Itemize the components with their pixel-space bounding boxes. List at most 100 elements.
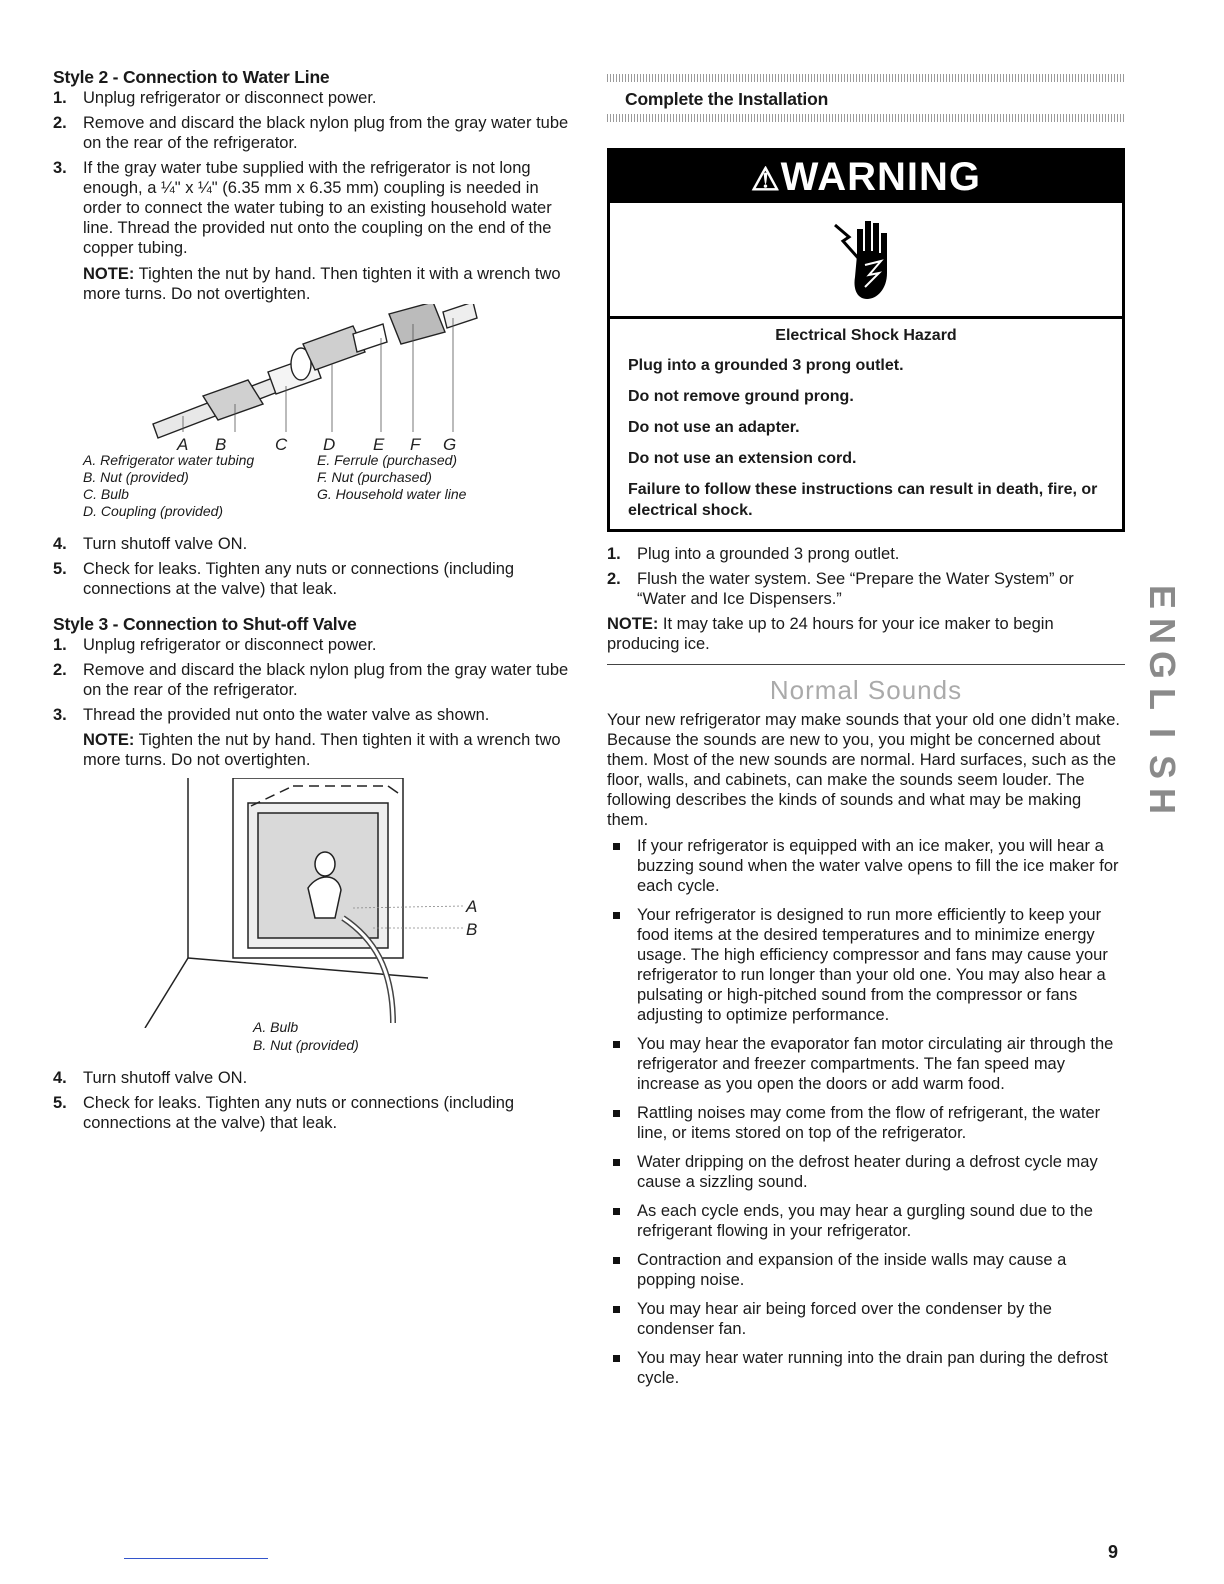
warning-icon-area xyxy=(610,203,1122,319)
legend-item: E. Ferrule (purchased) xyxy=(317,452,458,468)
side-tab-letter: S xyxy=(1142,754,1183,779)
fig-letter-a: A xyxy=(465,897,477,916)
fig-letter-b: B xyxy=(215,435,226,452)
step-text: Thread the provided nut onto the water v… xyxy=(83,706,490,724)
step-text: Remove and discard the black nylon plug … xyxy=(83,661,569,699)
step-item: 2.Remove and discard the black nylon plu… xyxy=(53,113,573,153)
style3-steps: 1. Unplug refrigerator or disconnect powe… xyxy=(53,635,573,725)
step-item: 2. Flush the water system. See “Prepare t… xyxy=(607,569,1125,609)
warning-line: Plug into a grounded 3 prong outlet. xyxy=(628,357,904,374)
step-item: 5. Check for leaks. Tighten any nuts or c… xyxy=(53,1093,573,1133)
side-tab-letter: H xyxy=(1142,788,1183,814)
legend-item: B. Nut (provided) xyxy=(83,469,189,485)
fig-letter-a: A xyxy=(176,435,188,452)
legend-item: G. Household water line xyxy=(317,486,467,502)
step-item: 1. Plug into a grounded 3 prong outlet. xyxy=(607,544,1125,564)
style2-steps-after: 4. Turn shutoff valve ON. 5. Check for leak… xyxy=(53,534,573,599)
step-number: 1. xyxy=(53,636,67,654)
warning-line: Do not use an adapter. xyxy=(628,419,800,436)
warning-subtitle: Electrical Shock Hazard xyxy=(775,327,957,344)
legend-item: D. Coupling (provided) xyxy=(83,503,224,519)
step-text: Check for leaks. Tighten any nuts or con… xyxy=(83,1094,515,1132)
step-text: Turn shutoff valve ON. xyxy=(83,535,248,553)
sound-bullet: You may hear water running into the drai… xyxy=(607,1348,1125,1388)
step-number: 1. xyxy=(607,545,621,563)
step-text: Turn shutoff valve ON. xyxy=(83,1069,248,1087)
coupling-diagram: A B C D E F G xyxy=(152,304,478,452)
complete-note: NOTE: It may take up to 24 hours for you… xyxy=(607,614,1125,654)
step-item: 5. Check for leaks. Tighten any nuts or c… xyxy=(53,559,573,599)
note-label: NOTE: xyxy=(607,615,659,633)
style2-note: NOTE: Tighten the nut by hand. Then tigh… xyxy=(53,264,573,304)
side-tab-letter: N xyxy=(1142,618,1183,644)
step-number: 3. xyxy=(53,159,67,177)
note-label: NOTE: xyxy=(83,265,135,283)
warning-line: Do not use an extension cord. xyxy=(628,450,857,467)
step-text: Check for leaks. Tighten any nuts or con… xyxy=(83,560,515,598)
caption-item: A. Bulb xyxy=(253,1019,299,1035)
warning-title: ⚠WARNING xyxy=(610,151,1122,203)
sound-bullet: Water dripping on the defrost heater dur… xyxy=(607,1152,1125,1192)
complete-steps: 1. Plug into a grounded 3 prong outlet. 2.… xyxy=(607,544,1125,609)
step-text: Plug into a grounded 3 prong outlet. xyxy=(637,545,900,563)
caption-item: B. Nut (provided) xyxy=(253,1037,359,1053)
step-text: Remove and discard the black nylon plug … xyxy=(83,114,569,152)
side-tab-letter: E xyxy=(1142,584,1183,609)
note-text: Tighten the nut by hand. Then tighten it… xyxy=(83,265,561,303)
divider xyxy=(607,74,1125,82)
step-text: Unplug refrigerator or disconnect power. xyxy=(83,89,377,107)
style3-heading: Style 3 - Connection to Shut-off Valve xyxy=(53,614,357,634)
style2-steps: 1.Unplug refrigerator or disconnect powe… xyxy=(53,88,573,258)
fig-letter-b: B xyxy=(466,920,477,939)
sounds-intro: Your new refrigerator may make sounds th… xyxy=(607,711,1120,829)
side-tab-letter: I xyxy=(1142,727,1183,738)
sound-bullet: As each cycle ends, you may hear a gurgl… xyxy=(607,1201,1125,1241)
fig-letter-e: E xyxy=(373,435,385,452)
warning-line: Failure to follow these instructions can… xyxy=(628,481,1098,519)
warning-body: Electrical Shock Hazard Plug into a grou… xyxy=(610,319,1122,529)
complete-heading: Complete the Installation xyxy=(625,89,829,109)
note-text: It may take up to 24 hours for your ice … xyxy=(607,615,1054,653)
step-number: 5. xyxy=(53,1094,67,1112)
warning-triangle-icon: ⚠ xyxy=(750,161,781,197)
step-number: 5. xyxy=(53,560,67,578)
shutoff-valve-diagram: A B xyxy=(144,778,477,1028)
sounds-bullets: If your refrigerator is equipped with an… xyxy=(607,836,1125,1388)
footer-line xyxy=(124,1558,268,1559)
step-number: 4. xyxy=(53,535,67,553)
electrical-shock-hand-icon xyxy=(834,220,887,299)
step-item: 2. Remove and discard the black nylon plu… xyxy=(53,660,573,700)
fig-letter-c: C xyxy=(275,435,288,452)
step-text: If the gray water tube supplied with the… xyxy=(83,159,552,257)
step-text: Unplug refrigerator or disconnect power. xyxy=(83,636,377,654)
step-item: 3. If the gray water tube supplied with t… xyxy=(53,158,573,258)
left-column: Style 2 - Connection to Water Line 1.Unp… xyxy=(53,66,573,1138)
step-number: 2. xyxy=(53,661,67,679)
right-column: Complete the Installation ⚠WARNING Elect… xyxy=(607,74,1125,1397)
step-number: 4. xyxy=(53,1069,67,1087)
step-item: 4. Turn shutoff valve ON. xyxy=(53,1068,573,1088)
fig-letter-d: D xyxy=(323,435,335,452)
warning-title-text: WARNING xyxy=(780,155,981,199)
step-number: 3. xyxy=(53,706,67,724)
style3-captions: A. Bulb B. Nut (provided) xyxy=(53,1018,573,1054)
style3-steps-after: 4. Turn shutoff valve ON. 5. Check for leak… xyxy=(53,1068,573,1133)
sound-bullet: Rattling noises may come from the flow o… xyxy=(607,1103,1125,1143)
step-number: 2. xyxy=(607,570,621,588)
note-label: NOTE: xyxy=(83,731,135,749)
legend-item: A. Refrigerator water tubing xyxy=(83,452,255,468)
step-text: Flush the water system. See “Prepare the… xyxy=(637,570,1074,608)
sound-bullet: Your refrigerator is designed to run mor… xyxy=(607,905,1125,1025)
side-tab-letter: L xyxy=(1142,688,1183,710)
fig-letter-f: F xyxy=(410,435,422,452)
divider xyxy=(607,664,1125,665)
sound-bullet: You may hear the evaporator fan motor ci… xyxy=(607,1034,1125,1094)
style2-legend: A. Refrigerator water tubing E. Ferrule … xyxy=(53,452,573,520)
sound-bullet: If your refrigerator is equipped with an… xyxy=(607,836,1125,896)
style3-note: NOTE: Tighten the nut by hand. Then tigh… xyxy=(53,730,573,770)
warning-line: Do not remove ground prong. xyxy=(628,388,854,405)
legend-item: F. Nut (purchased) xyxy=(317,469,432,485)
sound-bullet: You may hear air being forced over the c… xyxy=(607,1299,1125,1339)
step-item: 1. Unplug refrigerator or disconnect powe… xyxy=(53,635,573,655)
